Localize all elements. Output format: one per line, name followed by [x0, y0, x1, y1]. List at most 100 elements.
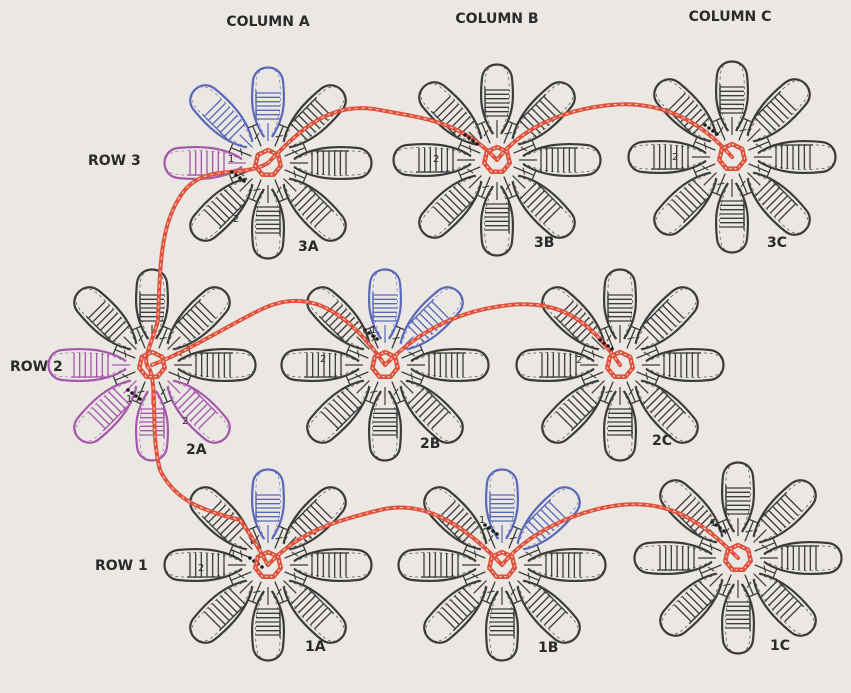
- stitch-post: [663, 408, 680, 425]
- slip-stitch-dot: [491, 529, 495, 533]
- stitch-post: [199, 412, 216, 429]
- stitch-post: [771, 196, 788, 213]
- stitch-post: [668, 204, 685, 221]
- stitch-post: [412, 392, 429, 409]
- stitch-post: [416, 396, 433, 413]
- petal: [517, 349, 599, 381]
- spoke-cross: [487, 589, 494, 595]
- stitch-post: [437, 100, 454, 117]
- stitch-post: [684, 188, 701, 205]
- petal: [716, 62, 748, 136]
- stitch-post: [556, 412, 573, 429]
- stitch-post: [199, 301, 216, 318]
- stitch-post: [433, 96, 450, 113]
- stitch-post: [311, 505, 328, 522]
- stitch-post: [775, 200, 792, 217]
- stitch-post: [564, 404, 581, 421]
- stitch-post: [651, 317, 668, 334]
- spoke-cross: [644, 350, 650, 357]
- motif-label-1c: 1C: [770, 638, 790, 654]
- stitch-post: [647, 321, 664, 338]
- spoke-cross: [467, 168, 473, 175]
- slip-stitch-dot: [375, 337, 379, 341]
- petal: [290, 549, 372, 581]
- stitch-post: [224, 521, 241, 538]
- stitch-post: [212, 107, 229, 124]
- spoke-cross: [160, 389, 167, 395]
- motif-label-3a: 3A: [298, 239, 319, 255]
- stitch-post: [108, 321, 125, 338]
- stitch-post: [765, 514, 782, 531]
- stitch-post: [769, 510, 786, 527]
- spoke-cross: [521, 145, 527, 152]
- stitch-post: [216, 198, 233, 215]
- spoke-cross: [510, 535, 517, 541]
- stitch-post: [299, 194, 316, 211]
- spoke-cross: [526, 573, 532, 580]
- petal: [716, 179, 748, 253]
- stitch-post: [682, 597, 699, 614]
- spoke-cross: [276, 589, 283, 595]
- stitch-post: [779, 204, 796, 221]
- stitch-post: [428, 305, 445, 322]
- petal: [642, 349, 724, 381]
- stitch-post: [449, 191, 466, 208]
- stitch-post: [325, 408, 342, 425]
- slip-stitch-dot: [610, 347, 614, 351]
- stitch-post: [204, 99, 221, 116]
- stitch-post: [428, 408, 445, 425]
- petal: [252, 68, 284, 142]
- stitch-post: [216, 111, 233, 128]
- stitch-post: [179, 392, 196, 409]
- slip-stitch-dot: [711, 129, 715, 133]
- stitch-post: [454, 596, 471, 613]
- motif-label-2a: 2A: [186, 442, 207, 458]
- stitch-post: [208, 103, 225, 120]
- spoke-cross: [472, 573, 478, 580]
- petal: [252, 185, 284, 259]
- stitch-post: [674, 605, 691, 622]
- slip-stitch-dot: [606, 344, 610, 348]
- spoke-cross: [482, 130, 489, 136]
- stitch-post: [688, 184, 705, 201]
- stitch-post: [450, 600, 467, 617]
- stitch-post: [216, 600, 233, 617]
- petal: [519, 144, 601, 176]
- stitch-post: [781, 601, 798, 618]
- stitch-post: [528, 191, 545, 208]
- spoke-cross: [238, 550, 244, 557]
- petal: [136, 270, 168, 344]
- spoke-cross: [717, 127, 724, 133]
- stitch-post: [295, 190, 312, 207]
- stitch-post: [536, 199, 553, 216]
- stitch-post: [690, 589, 707, 606]
- stitch-post: [88, 412, 105, 429]
- stitch-post: [220, 194, 237, 211]
- motif-label-1b: 1B: [538, 640, 558, 656]
- petal: [722, 463, 754, 537]
- stitch-post: [781, 498, 798, 515]
- stitch-post: [212, 604, 229, 621]
- stitch-post: [187, 313, 204, 330]
- spoke-cross: [122, 373, 128, 380]
- petal: [754, 141, 836, 173]
- stitch-post: [224, 190, 241, 207]
- step-marker-1: 1: [230, 549, 236, 560]
- stitch-post: [576, 392, 593, 409]
- petal: [486, 587, 518, 661]
- spoke-cross: [355, 373, 361, 380]
- step-marker-1: 1: [479, 515, 485, 526]
- stitch-post: [769, 589, 786, 606]
- spoke-cross: [717, 181, 724, 187]
- row-label-1: ROW 1: [95, 558, 148, 574]
- column-label-a: COLUMN A: [226, 14, 309, 30]
- spoke-cross: [605, 389, 612, 395]
- spoke-cross: [276, 535, 283, 541]
- stitch-post: [420, 400, 437, 417]
- spoke-cross: [756, 142, 762, 149]
- stitch-post: [676, 196, 693, 213]
- stitch-post: [315, 210, 332, 227]
- petal: [760, 542, 842, 574]
- stitch-post: [208, 608, 225, 625]
- spoke-cross: [762, 566, 768, 573]
